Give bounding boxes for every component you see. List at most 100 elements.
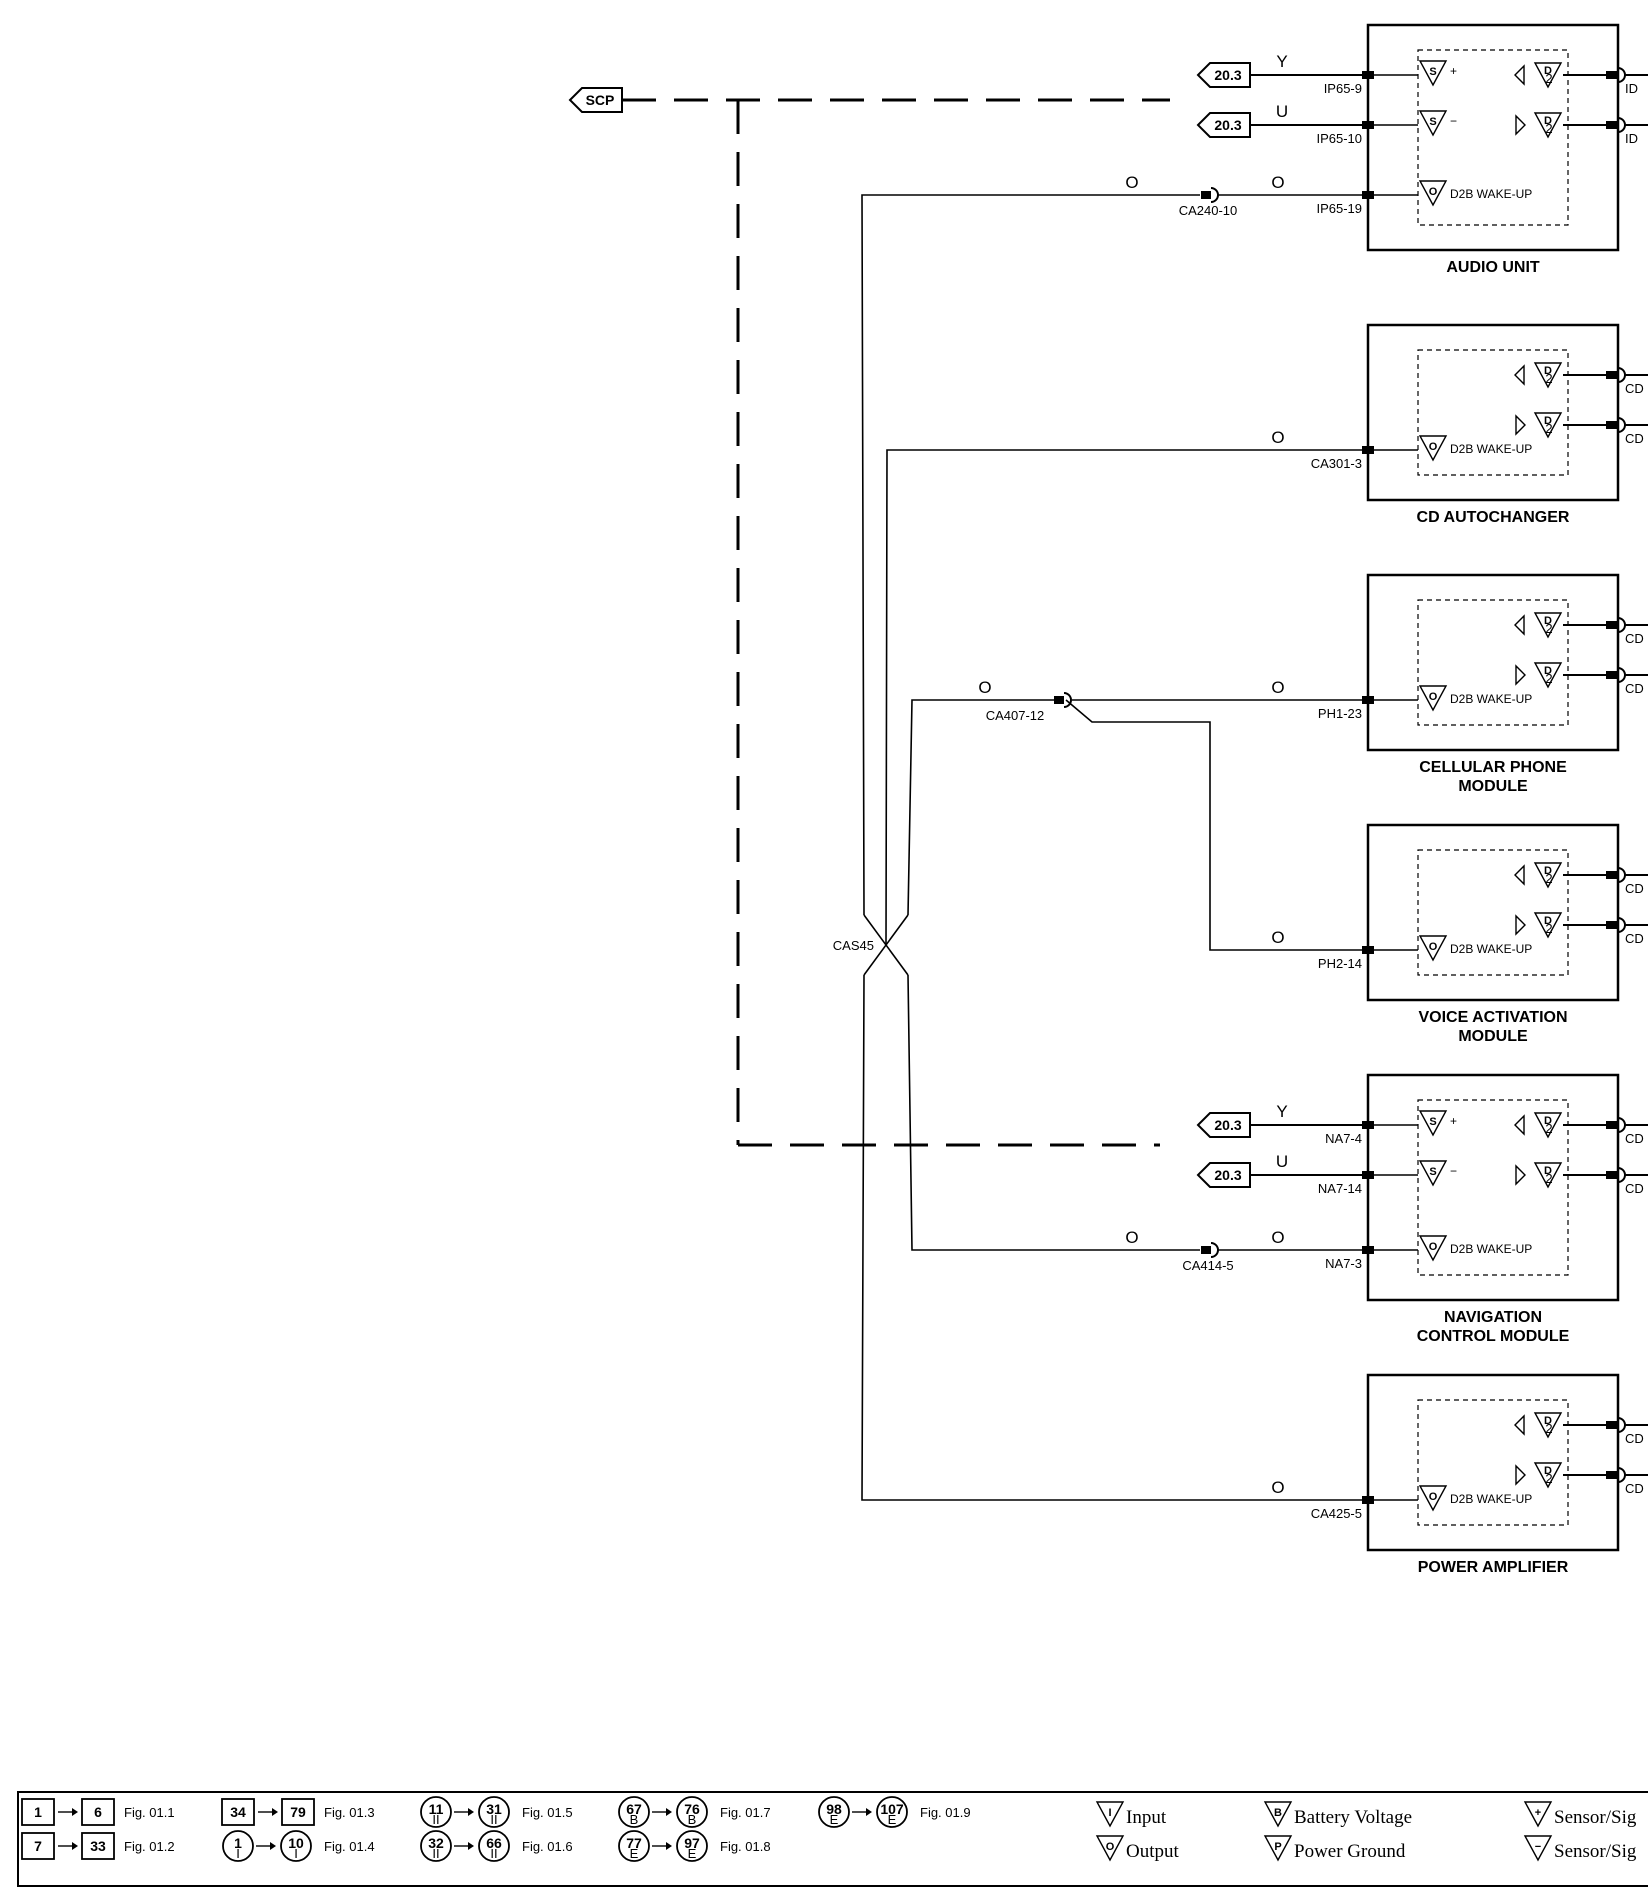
d2b-arrow-right-icon	[1515, 414, 1526, 436]
wake-output-icon: O	[1418, 435, 1448, 462]
d2b-output-pin	[1606, 1121, 1618, 1129]
wake-output-icon-shape	[1418, 1235, 1448, 1262]
d2b-icon: D2	[1533, 1112, 1563, 1139]
wake-pin-label: PH2-14	[1318, 956, 1362, 971]
scp-ref-tag-shape	[1196, 112, 1251, 138]
scp-plus-icon-letter: S	[1429, 66, 1436, 78]
legend-arrow-icon	[270, 1842, 276, 1850]
wire-color-label: O	[1271, 928, 1284, 947]
connector-ca414-5-cup	[1210, 1242, 1219, 1258]
d2b-icon-letter: D	[1544, 915, 1552, 927]
scp-minus-pin	[1362, 121, 1374, 129]
d2b-output-pin	[1606, 621, 1618, 629]
scp-minus-pin	[1362, 1171, 1374, 1179]
scp-minus-icon-letter: S	[1429, 116, 1436, 128]
legend-circle-from	[818, 1796, 850, 1828]
d2b-icon: D2	[1533, 112, 1563, 139]
d2b-icon-shape	[1533, 412, 1563, 439]
wake-output-icon-shape	[1418, 180, 1448, 207]
d2b-arrow-right-icon	[1515, 1464, 1526, 1486]
module-title: AUDIO UNIT	[1446, 259, 1540, 276]
legend-to: 79	[290, 1804, 306, 1820]
d2b-output-pin	[1606, 371, 1618, 379]
legend-symbol-icon: P	[1263, 1835, 1293, 1862]
scp-wire-color: U	[1276, 102, 1288, 121]
wire-color-label: O	[978, 678, 991, 697]
wake-output-icon-shape	[1418, 935, 1448, 962]
legend-fig: Fig. 01.7	[720, 1805, 771, 1820]
right-pin-label: ID	[1625, 81, 1638, 96]
legend-arrow-icon	[666, 1842, 672, 1850]
module-box	[1366, 823, 1620, 1002]
legend-to-sub: II	[490, 1846, 497, 1861]
scp-ref-tag: 20.3	[1196, 112, 1251, 138]
d2b-wake-label: D2B WAKE-UP	[1450, 442, 1532, 456]
legend-symbol-icon: +	[1523, 1801, 1553, 1828]
legend-symbol-icon-shape	[1523, 1835, 1553, 1862]
legend-circle-to	[478, 1796, 510, 1828]
legend-circle-to	[876, 1796, 908, 1828]
d2b-icon-sub: 2	[1545, 671, 1552, 686]
d2b-icon-shape	[1533, 112, 1563, 139]
legend-symbol-icon-shape	[1095, 1801, 1125, 1828]
scp-plus-pin	[1362, 71, 1374, 79]
d2b-icon-sub: 2	[1545, 1421, 1552, 1436]
legend-fig: Fig. 01.2	[124, 1839, 175, 1854]
connector-label: CA414-5	[1182, 1258, 1233, 1273]
scp-tag-label: SCP	[586, 92, 615, 108]
d2b-arrow-left-icon	[1514, 614, 1525, 636]
module-inner-box	[1417, 349, 1569, 476]
d2b-arrow-right-icon	[1515, 664, 1526, 686]
d2b-icon: D2	[1533, 362, 1563, 389]
module-title: MODULE	[1458, 778, 1528, 795]
legend-fig: Fig. 01.4	[324, 1839, 375, 1854]
scp-ref-tag: 20.3	[1196, 62, 1251, 88]
d2b-wake-label: D2B WAKE-UP	[1450, 187, 1532, 201]
module-title: NAVIGATION	[1444, 1309, 1542, 1326]
scp-minus-icon: S	[1418, 110, 1448, 137]
legend-symbol-icon-letter: −	[1535, 1841, 1541, 1853]
legend-symbol-icon-letter: O	[1106, 1841, 1115, 1853]
legend-from-sub: E	[630, 1846, 639, 1861]
d2b-icon-letter: D	[1544, 665, 1552, 677]
wake-pin	[1362, 191, 1374, 199]
legend-symbol-icon-letter: B	[1274, 1807, 1282, 1819]
scp-ref-tag-shape	[1196, 1162, 1251, 1188]
legend-to: 66	[486, 1835, 502, 1851]
legend-from: 1	[234, 1835, 242, 1851]
scp-minus-icon: S	[1418, 1160, 1448, 1187]
legend-to-sub: I	[294, 1846, 298, 1861]
d2b-output-pin	[1606, 1471, 1618, 1479]
wake-output-icon-shape	[1418, 1485, 1448, 1512]
right-pin-label: CD	[1625, 881, 1644, 896]
scp-pin-label: IP65-9	[1324, 81, 1362, 96]
module-box	[1366, 23, 1620, 252]
scp-polarity-sign: +	[1450, 1114, 1457, 1128]
d2b-output-pin	[1606, 121, 1618, 129]
legend-symbol-icon-letter: +	[1535, 1807, 1541, 1819]
wake-output-icon-shape	[1418, 435, 1448, 462]
wake-pin	[1362, 696, 1374, 704]
legend-arrow-icon	[468, 1808, 474, 1816]
d2b-icon-shape	[1533, 862, 1563, 889]
wake-pin-label: PH1-23	[1318, 706, 1362, 721]
scp-polarity-sign: −	[1450, 1164, 1457, 1178]
scp-ref-tag-label: 20.3	[1214, 1117, 1241, 1133]
wake-wire-nav	[907, 974, 1200, 1251]
legend-from: 98	[826, 1801, 842, 1817]
d2b-icon-sub: 2	[1545, 1121, 1552, 1136]
d2b-wake-label: D2B WAKE-UP	[1450, 692, 1532, 706]
d2b-icon-sub: 2	[1545, 871, 1552, 886]
scp-wire-color: Y	[1276, 52, 1287, 71]
d2b-icon-sub: 2	[1545, 921, 1552, 936]
connector-label: CA240-10	[1179, 203, 1238, 218]
wake-output-icon-letter: O	[1429, 941, 1438, 953]
right-pin-label: CD	[1625, 1131, 1644, 1146]
legend-arrow-icon	[468, 1842, 474, 1850]
d2b-icon: D2	[1533, 912, 1563, 939]
wake-output-icon-letter: O	[1429, 1241, 1438, 1253]
